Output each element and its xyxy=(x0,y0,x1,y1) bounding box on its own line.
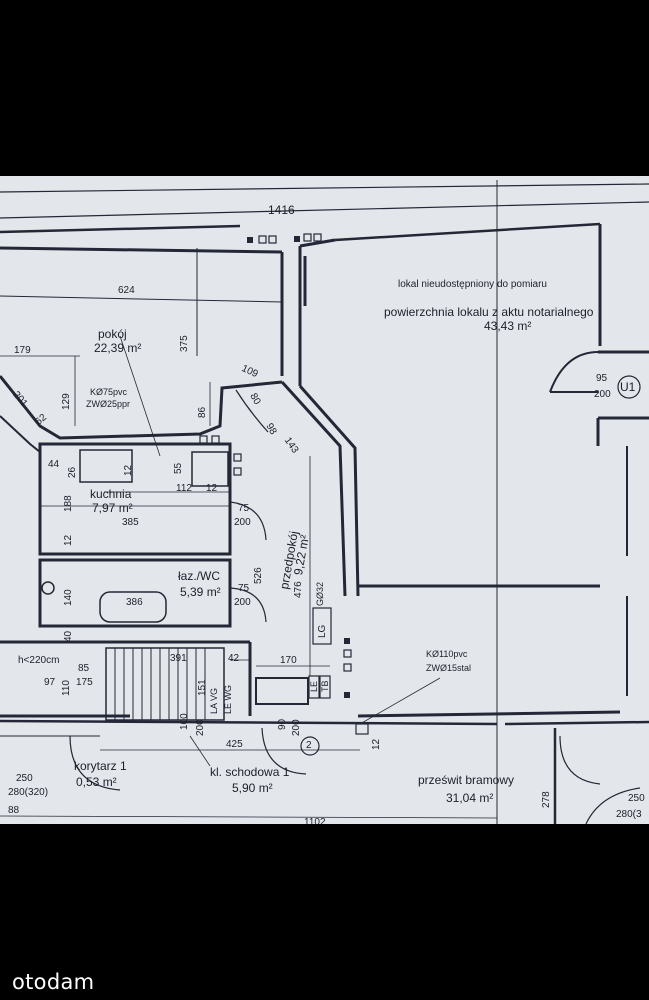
dim-200c: 200 xyxy=(195,719,206,736)
dim-100: 100 xyxy=(179,713,190,730)
dim-200b: 200 xyxy=(234,597,251,608)
room-pokoj-area: 22,39 m² xyxy=(94,341,142,355)
room-lokal-line1: lokal nieudostępniony do pomiaru xyxy=(398,279,547,290)
dim-129: 129 xyxy=(61,393,72,410)
dim-188: 188 xyxy=(63,495,74,512)
dim-86: 86 xyxy=(197,406,208,418)
dim-375: 375 xyxy=(179,335,190,352)
dim-250a: 250 xyxy=(16,773,33,784)
floor-plan: 1416 624 179 201 62 129 375 86 109 80 98… xyxy=(0,176,649,824)
note-woda2: ZWØ15stal xyxy=(426,663,472,673)
dim-280b: 280(3 xyxy=(616,809,642,820)
dim-140: 140 xyxy=(63,589,74,606)
dim-526: 526 xyxy=(253,567,264,584)
note-door-id: 2 xyxy=(306,740,312,751)
dim-12a: 12 xyxy=(206,483,218,494)
dim-112: 112 xyxy=(176,483,192,494)
dim-75b: 75 xyxy=(238,583,250,594)
note-gaz: GØ32 xyxy=(315,581,325,606)
room-kuchnia-area: 7,97 m² xyxy=(92,501,133,515)
dim-88: 88 xyxy=(8,805,20,816)
dim-200a: 200 xyxy=(234,517,251,528)
note-meters1: LA VG xyxy=(209,687,219,714)
dim-476: 476 xyxy=(293,581,304,598)
dim-95: 95 xyxy=(596,373,608,384)
dim-55: 55 xyxy=(173,462,184,474)
dim-75a: 75 xyxy=(238,503,250,514)
dim-26: 26 xyxy=(67,466,78,478)
dim-179: 179 xyxy=(14,345,31,356)
note-meters2: LE WG xyxy=(223,684,233,714)
room-lokal-line2: powierzchnia lokalu z aktu notarialnego xyxy=(384,305,594,319)
dim-386: 386 xyxy=(126,597,143,608)
room-lokal-area: 43,43 m² xyxy=(484,319,532,333)
dim-42: 42 xyxy=(228,653,240,664)
note-kanal1: KØ75pvc xyxy=(90,387,128,397)
note-tb: TB xyxy=(320,680,330,692)
room-lazienka-area: 5,39 m² xyxy=(180,585,221,599)
room-korytarz-name: korytarz 1 xyxy=(74,759,127,773)
dim-170: 170 xyxy=(280,655,297,666)
dim-425: 425 xyxy=(226,739,243,750)
note-woda1: ZWØ25ppr xyxy=(86,399,131,409)
watermark-logo: otodam xyxy=(12,970,95,994)
dim-12c: 12 xyxy=(63,534,74,546)
dim-44: 44 xyxy=(48,459,60,470)
dim-12b: 12 xyxy=(123,464,134,476)
room-korytarz-area: 0,53 m² xyxy=(76,775,117,789)
dim-278: 278 xyxy=(541,791,552,808)
dim-391: 391 xyxy=(170,653,187,664)
dim-85: 85 xyxy=(78,663,90,674)
note-le: LE xyxy=(309,680,319,692)
room-przeswit-area: 31,04 m² xyxy=(446,791,494,805)
dim-1102: 1102 xyxy=(304,817,326,825)
dim-175: 175 xyxy=(76,677,93,688)
note-u1: U1 xyxy=(620,380,636,394)
dim-110: 110 xyxy=(61,680,72,696)
room-pokoj-name: pokój xyxy=(98,327,127,341)
dim-12d: 12 xyxy=(371,738,382,750)
room-klatka-name: kl. schodowa 1 xyxy=(210,765,290,779)
note-lg: LG xyxy=(317,624,328,638)
dim-200u: 200 xyxy=(594,389,611,400)
dim-40: 40 xyxy=(63,630,74,642)
dim-200d: 200 xyxy=(291,719,302,736)
dim-pokoj-width: 624 xyxy=(118,285,135,296)
dim-90: 90 xyxy=(277,718,288,730)
room-klatka-area: 5,90 m² xyxy=(232,781,273,795)
room-lazienka-name: łaz./WC xyxy=(178,569,220,583)
dim-280a: 280(320) xyxy=(8,787,49,798)
dim-97: 97 xyxy=(44,677,56,688)
note-kanal2: KØ110pvc xyxy=(426,649,468,659)
room-przeswit-name: prześwit bramowy xyxy=(418,773,515,787)
note-height: h<220cm xyxy=(18,655,60,666)
dim-top: 1416 xyxy=(268,203,295,217)
room-kuchnia-name: kuchnia xyxy=(90,487,132,501)
dim-151: 151 xyxy=(197,679,208,696)
dim-250b: 250 xyxy=(628,793,645,804)
floor-plan-drawing xyxy=(0,180,649,824)
dim-385: 385 xyxy=(122,517,139,528)
